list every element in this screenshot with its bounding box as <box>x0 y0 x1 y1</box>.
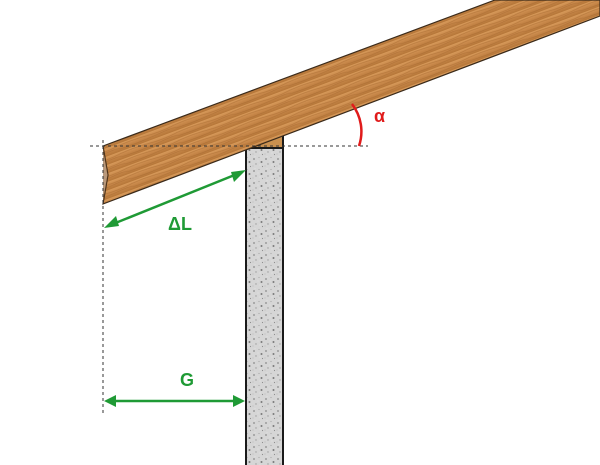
horizontal-overhang-arrow-end <box>233 395 245 407</box>
rafter-overhang-dimension-line <box>107 170 243 228</box>
horizontal-overhang-label: G <box>180 370 194 390</box>
roof-angle-arc <box>350 103 363 147</box>
roof-angle-label: α <box>374 106 385 126</box>
roof-rafter <box>102 0 600 205</box>
rafter-overhang-arrow-start <box>104 216 119 228</box>
rafter-overhang-label: ΔL <box>168 214 192 234</box>
concrete-wall <box>245 147 284 465</box>
rafter-overhang-arrow-end <box>231 170 246 182</box>
roof-rafter-shade <box>103 146 108 204</box>
horizontal-overhang-arrow-start <box>104 395 116 407</box>
